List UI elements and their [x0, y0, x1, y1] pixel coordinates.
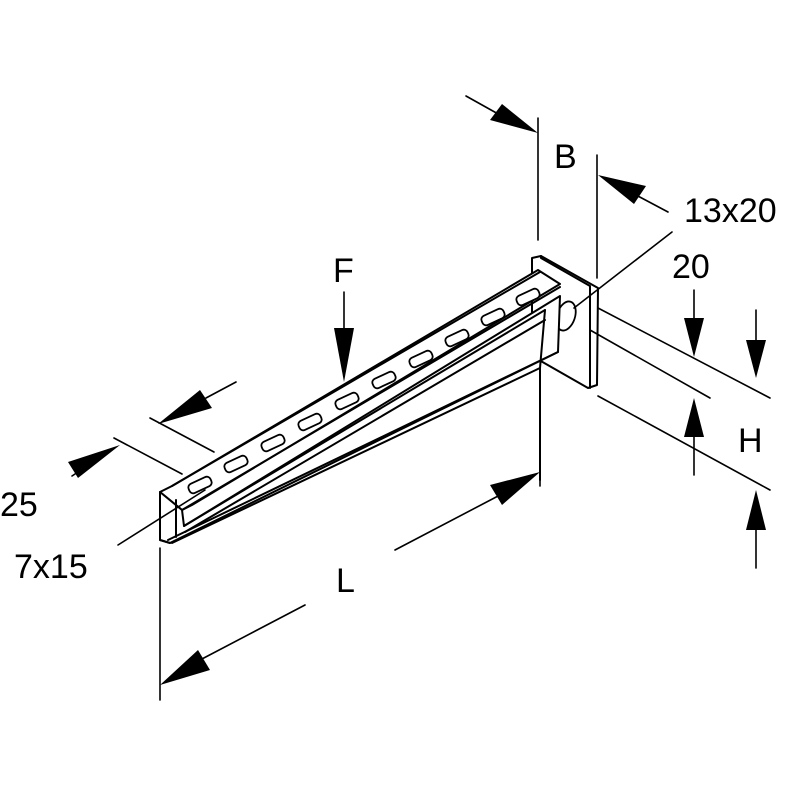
slot [515, 287, 541, 307]
slot [444, 328, 470, 348]
leader-7x15 [117, 489, 206, 546]
arrow-l-left [160, 650, 210, 685]
arrow-h-down [746, 340, 766, 378]
label-13x20: 13x20 [684, 192, 777, 230]
label-7x15: 7x15 [14, 548, 88, 586]
label-b: B [554, 138, 577, 176]
arrow-b-left [490, 104, 538, 133]
slot [408, 349, 434, 369]
slot [260, 433, 286, 453]
dimension-l [159, 472, 541, 701]
arm-slots-7x15 [187, 287, 541, 495]
arrow-20-up [684, 398, 704, 437]
leader-13x20 [573, 231, 673, 309]
slot [187, 475, 213, 495]
dimension-b [465, 95, 669, 279]
label-f: F [333, 252, 354, 290]
arrow-20-down [684, 318, 704, 357]
arrow-b-right [598, 175, 646, 204]
slot [371, 370, 397, 390]
label-h: H [738, 422, 763, 460]
arrow-l-right [490, 472, 540, 505]
label-l: L [336, 562, 355, 600]
label-25: 25 [0, 486, 38, 524]
arrow-25-bottom [68, 445, 120, 478]
bracket-arm [159, 269, 561, 544]
slot [480, 307, 506, 327]
force-arrow-f [334, 291, 354, 382]
arrow-h-up [746, 490, 766, 530]
slot [297, 412, 323, 432]
dimension-h [589, 289, 771, 569]
label-20: 20 [672, 248, 710, 286]
dimension-25 [68, 381, 237, 478]
slot [334, 391, 360, 411]
arrow-25-top [158, 390, 212, 424]
slot [223, 454, 249, 474]
